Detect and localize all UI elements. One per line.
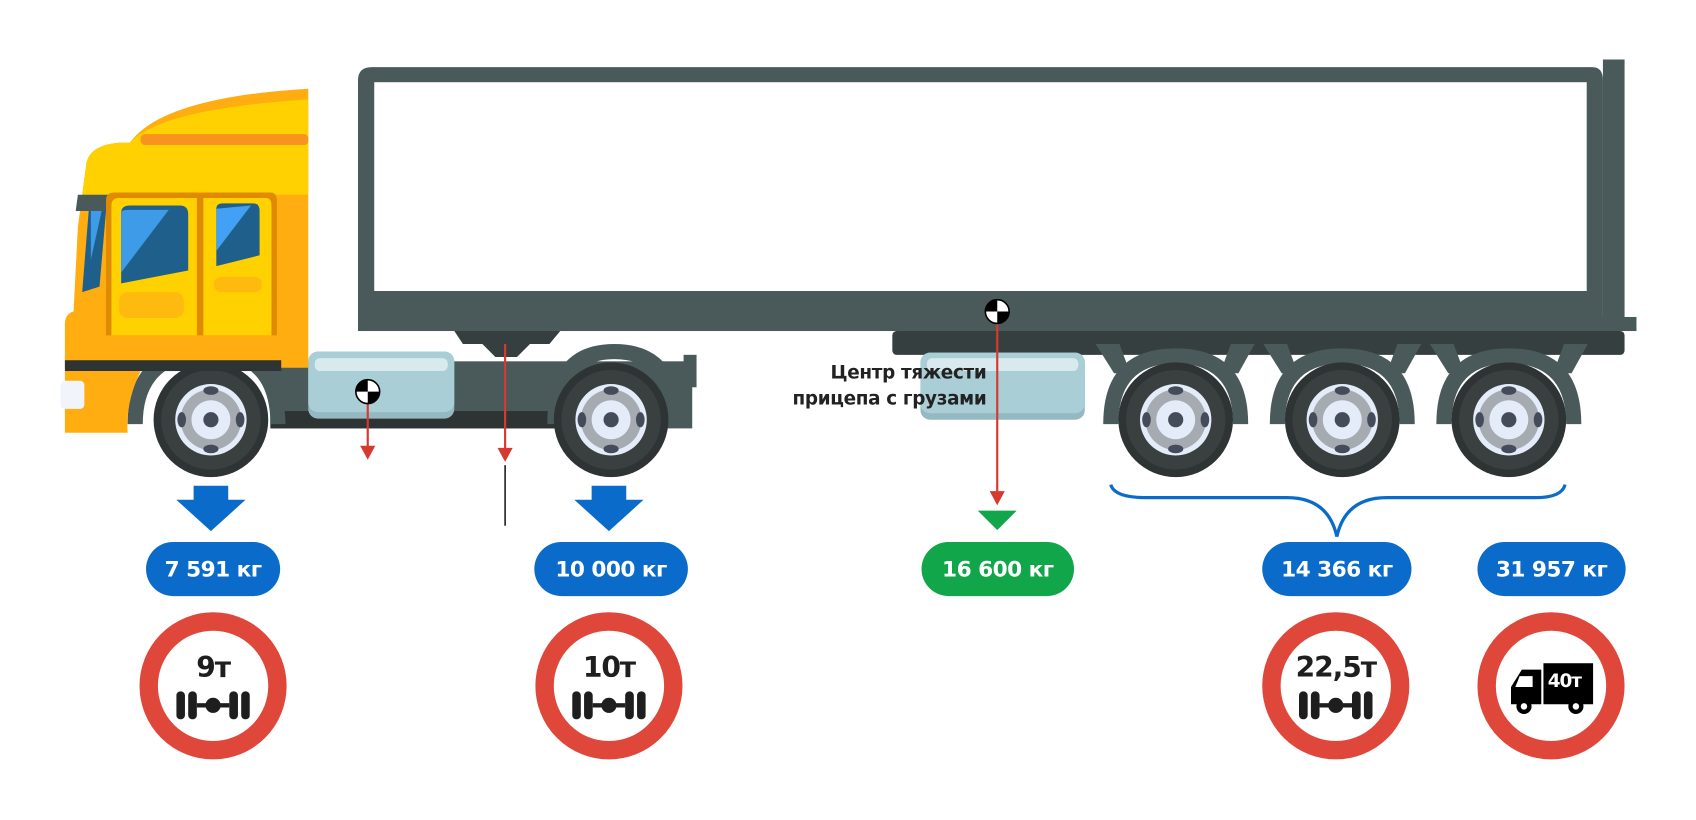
total-mass-limit-sign: 40т [1477, 612, 1625, 760]
cog-label-line-1: Центр тяжести [830, 362, 987, 385]
total-mass-limit-value: 40т [1547, 670, 1582, 693]
drive-wheel [553, 362, 669, 478]
front-axle-load-badge: 7 591 кг [146, 541, 281, 597]
front-axle-limit-sign: 9т [139, 612, 287, 760]
cog-label-line-2: прицепа с грузами [792, 388, 987, 411]
total-load-badge: 31 957 кг [1477, 541, 1626, 597]
truck-icon [1509, 663, 1594, 717]
trailer-cog-label: Центр тяжести прицепа с грузами [746, 360, 987, 412]
drive-axle-load-badge: 10 000 кг [534, 541, 688, 597]
trailer-axles-load-badge: 14 366 кг [1262, 541, 1412, 597]
tractor-cab [60, 88, 309, 433]
arrow-down-icon [574, 485, 644, 532]
trailer-axle-group-limit-sign: 22,5т [1262, 612, 1410, 760]
center-of-gravity-icon [355, 378, 381, 405]
axle-icon [176, 691, 250, 720]
arrow-down-icon [176, 485, 246, 532]
drive-axle-limit-sign: 10т [535, 612, 683, 760]
trailer-cog [984, 298, 1010, 506]
arrow-down-icon [977, 510, 1017, 531]
drive-axle-limit-value: 10т [582, 652, 636, 685]
trailer-wheel-1 [1118, 362, 1234, 478]
trailer-wheel-3 [1451, 362, 1567, 478]
center-of-gravity-icon [984, 298, 1010, 325]
front-axle-limit-value: 9т [196, 652, 231, 685]
king-pin-force [497, 344, 513, 526]
front-wheel [153, 362, 269, 478]
tractor-chassis [127, 344, 697, 478]
curly-brace-icon [1109, 484, 1567, 537]
trailer-axle-group-limit-value: 22,5т [1295, 652, 1377, 685]
trailer [358, 59, 1637, 478]
axle-icon [572, 691, 646, 720]
axle-icon [1299, 691, 1373, 720]
trailer-box-panel [374, 82, 1587, 292]
trailer-wheel-2 [1284, 362, 1400, 478]
trailer-cog-load-badge: 16 600 кг [921, 541, 1075, 597]
tractor-cog [355, 378, 381, 460]
